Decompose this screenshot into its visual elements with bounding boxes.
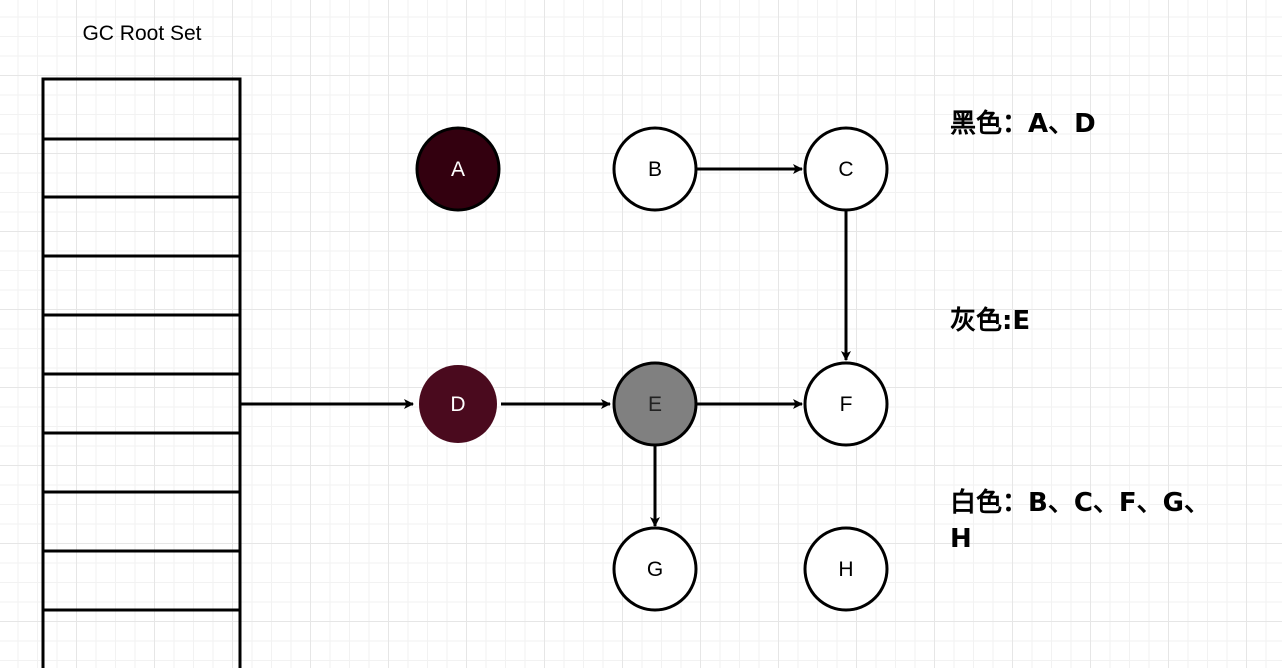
- legend-black: 黑色：A、D: [950, 109, 1096, 139]
- node-b-label: B: [648, 158, 662, 181]
- node-g-circle: [612, 526, 698, 612]
- node-g: G: [612, 526, 698, 612]
- root-set-title: GC Root Set: [82, 22, 201, 45]
- node-d-label: D: [450, 393, 465, 416]
- node-g-label: G: [647, 558, 663, 581]
- node-f-circle: [803, 361, 889, 447]
- node-e: E: [612, 361, 698, 447]
- edges: [240, 164, 851, 527]
- node-c-circle: [803, 126, 889, 212]
- legend-gray: 灰色:E: [950, 306, 1031, 336]
- node-a: A: [415, 126, 501, 212]
- node-h-label: H: [838, 558, 853, 581]
- node-a-label: A: [451, 158, 465, 181]
- root-set-stack: [41, 77, 242, 668]
- node-h: H: [803, 526, 889, 612]
- root-set-box: [41, 77, 242, 668]
- node-e-circle: [612, 361, 698, 447]
- node-b-circle: [612, 126, 698, 212]
- node-d: D: [419, 365, 497, 443]
- node-f: F: [803, 361, 889, 447]
- node-f-label: F: [840, 393, 853, 416]
- node-e-label: E: [648, 393, 662, 416]
- legend-white: 白色：B、C、F、G、H: [950, 488, 1211, 554]
- node-c: C: [803, 126, 889, 212]
- node-c-label: C: [838, 158, 853, 181]
- node-b: B: [612, 126, 698, 212]
- node-d-circle: [419, 365, 497, 443]
- node-h-circle: [803, 526, 889, 612]
- node-a-circle: [415, 126, 501, 212]
